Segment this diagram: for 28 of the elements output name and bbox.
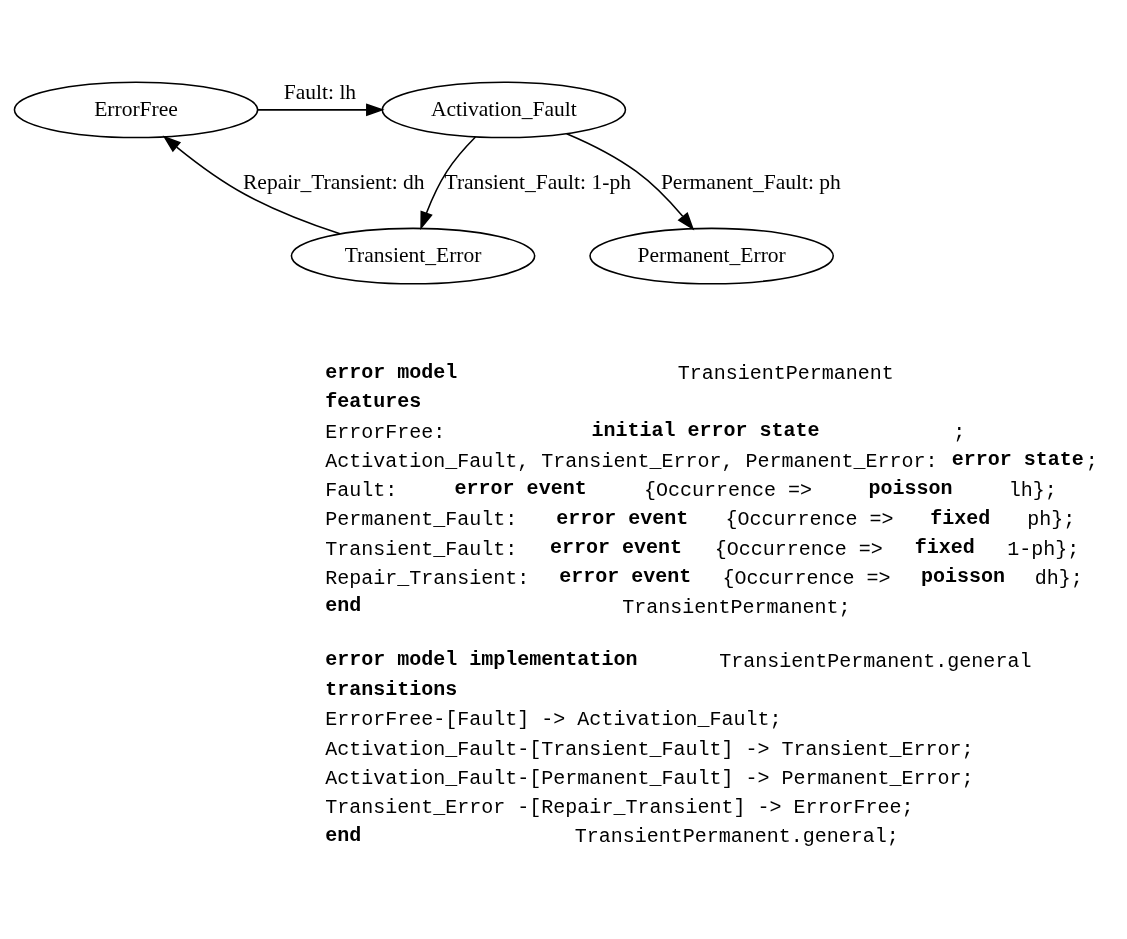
edge-label: Transient_Fault: 1-ph — [444, 169, 631, 194]
label: end TransientPermanent; — [325, 593, 851, 619]
arrow — [565, 132, 695, 230]
label: Transient_Error -[Repair_Transient] -> ErrorFree; — [325, 795, 914, 819]
node-ellipse: ErrorFree — [13, 80, 259, 138]
label: Activation_Fault, Transient_Error, Permanent_Error: error state; — [325, 447, 1098, 473]
edge-label: Fault: lh — [283, 79, 357, 104]
node-ellipse: Permanent_Error — [589, 227, 834, 285]
label: end TransientPermanent.general; — [325, 823, 899, 848]
node-ellipse: Transient_Error — [290, 227, 536, 285]
label: ErrorFree-[Fault] -> Activation_Fault; — [325, 707, 782, 731]
arrow — [257, 102, 385, 116]
label: Permanent_Fault: error event {Occurrence => fixed ph}; — [325, 506, 1076, 531]
label: Repair_Transient: error event {Occurrence => poisson dh}; — [325, 564, 1083, 590]
edge-label: Repair_Transient: dh — [242, 169, 425, 194]
label: features — [325, 389, 422, 413]
label: transitions — [325, 677, 458, 701]
label: Activation_Fault-[Permanent_Fault] -> Permanent_Error; — [325, 766, 974, 790]
label: error model implementation TransientPermanent.general — [325, 647, 1032, 673]
label: error model TransientPermanent — [325, 360, 894, 385]
arrow — [420, 135, 477, 230]
edge-label: Permanent_Fault: ph — [660, 169, 841, 194]
label: ErrorFree: initial error state; — [325, 418, 966, 444]
label: Transient_Fault: error event {Occurrence => fixed 1-ph}; — [325, 535, 1080, 560]
label: Fault: error event {Occurrence => poisson lh}; — [325, 476, 1057, 502]
label: Activation_Fault-[Transient_Fault] -> Transient_Error; — [325, 737, 974, 761]
node-ellipse: Activation_Fault — [381, 80, 627, 138]
arrow — [162, 134, 341, 235]
